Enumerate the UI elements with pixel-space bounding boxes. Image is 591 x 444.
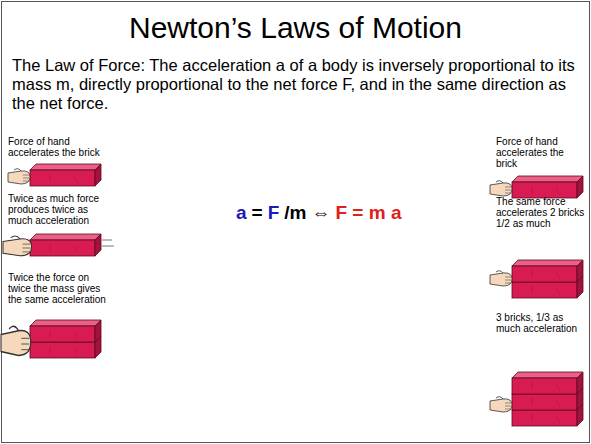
illustration-caption: Force of hand accelerates the brick bbox=[496, 136, 587, 169]
formula-symbol: ⇔ bbox=[311, 202, 330, 224]
law-statement: The Law of Force: The acceleration a of … bbox=[12, 56, 580, 113]
formula-line: a=F/m⇔F = m a bbox=[236, 202, 401, 224]
brick-one-push-right bbox=[490, 176, 583, 198]
brick-one-push bbox=[8, 164, 101, 186]
illustration-caption: 3 bricks, 1/3 as much acceleration bbox=[496, 312, 587, 334]
formula-symbol: F bbox=[268, 202, 280, 224]
formula-equation: F = m a bbox=[335, 202, 401, 224]
formula-symbol: a bbox=[236, 202, 247, 224]
formula-symbol: = bbox=[252, 202, 263, 224]
illustration-caption: Twice as much force produces twice as mu… bbox=[8, 193, 110, 226]
two-bricks-double-push bbox=[1, 320, 101, 358]
formula-symbol: /m bbox=[284, 202, 306, 224]
brick-double-push bbox=[3, 234, 114, 256]
three-bricks-same-push bbox=[490, 372, 583, 426]
two-bricks-same-push bbox=[490, 260, 583, 298]
illustration-caption: Twice the force on twice the mass gives … bbox=[8, 272, 112, 305]
illustration-caption: Force of hand accelerates the brick bbox=[8, 136, 110, 158]
illustration-caption: The same force accelerates 2 bricks 1/2 … bbox=[496, 196, 587, 229]
slide-title: Newton’s Laws of Motion bbox=[0, 10, 591, 46]
